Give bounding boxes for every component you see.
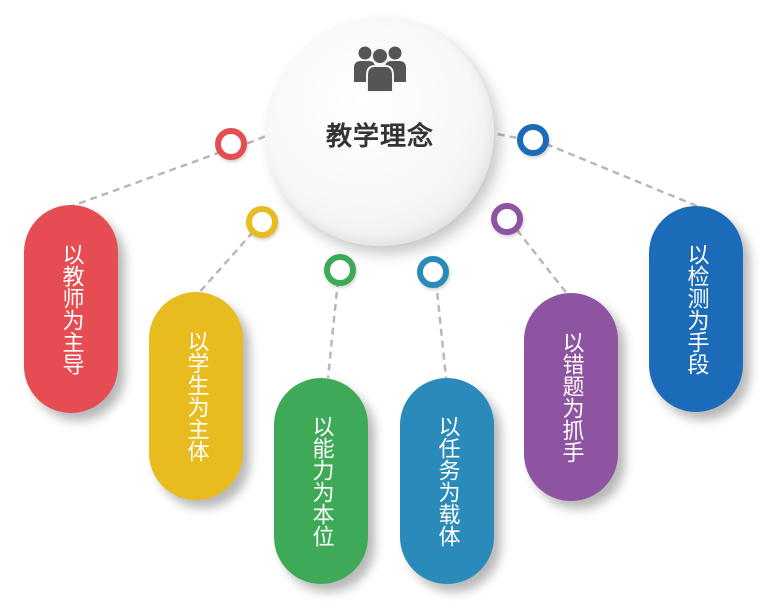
principle-pill-student: 以学生为主体 xyxy=(149,292,243,500)
connector-ring-mistakes xyxy=(491,203,523,235)
connector-ring-student xyxy=(246,206,278,238)
hub-title: 教学理念 xyxy=(325,122,434,152)
connector-ring-ability xyxy=(324,254,356,286)
principle-label: 以教师为主导 xyxy=(58,243,84,375)
connector-ring-task xyxy=(417,256,449,288)
connector-line-2 xyxy=(196,231,254,296)
connector-line-5 xyxy=(516,229,569,296)
principle-pill-teacher: 以教师为主导 xyxy=(24,205,118,413)
principle-label: 以错题为抓手 xyxy=(558,331,584,463)
principle-label: 以任务为载体 xyxy=(434,415,460,547)
principle-pill-task: 以任务为载体 xyxy=(400,378,494,584)
connector-line-4 xyxy=(434,280,448,379)
connector-line-3 xyxy=(326,279,340,379)
connector-ring-testing xyxy=(517,124,549,156)
connector-ring-teacher xyxy=(215,128,247,160)
connector-line-1b xyxy=(71,150,222,208)
principle-label: 以检测为手段 xyxy=(683,243,709,375)
principle-pill-ability: 以能力为本位 xyxy=(274,378,368,584)
principle-label: 以学生为主体 xyxy=(183,330,209,462)
central-hub-circle: 教学理念 xyxy=(266,18,494,246)
principle-pill-mistakes: 以错题为抓手 xyxy=(524,293,618,501)
users-group-icon xyxy=(354,46,406,92)
connector-line-6b xyxy=(545,142,698,208)
principle-label: 以能力为本位 xyxy=(308,415,334,547)
principle-pill-testing: 以检测为手段 xyxy=(649,206,743,412)
